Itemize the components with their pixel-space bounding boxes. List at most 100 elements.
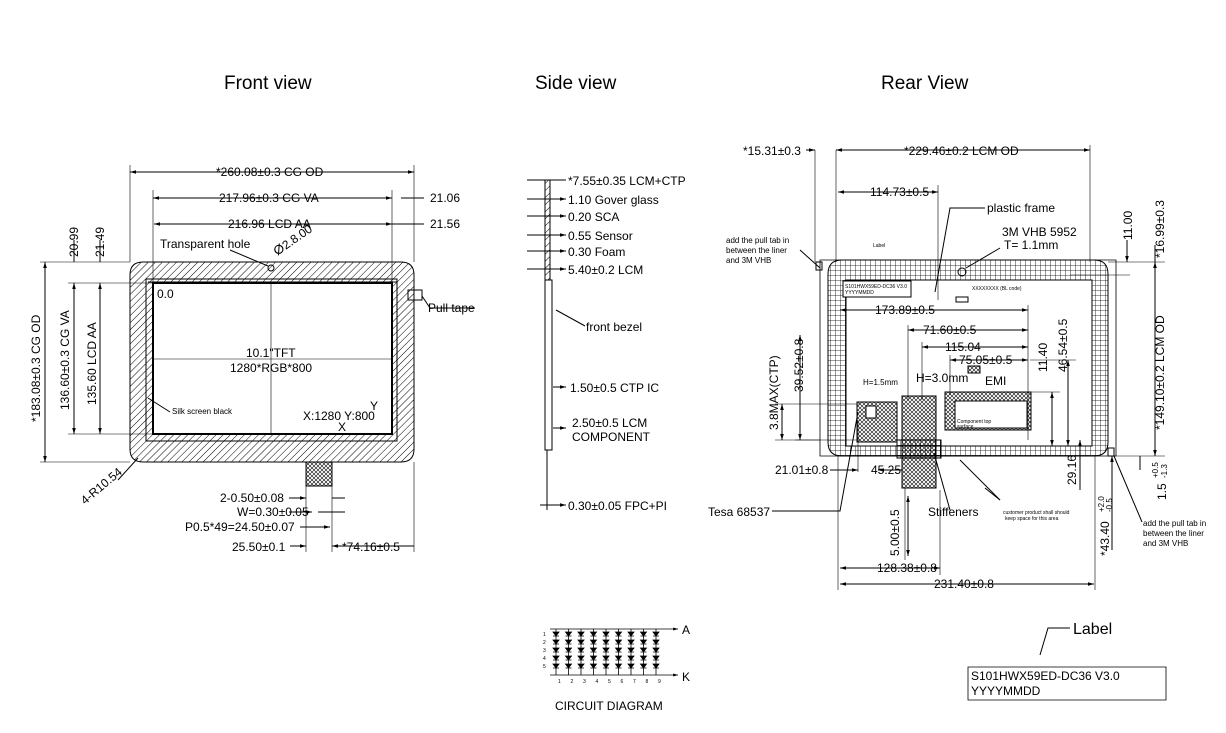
dim-21-56: 21.56 (430, 217, 460, 231)
lcd-outline (146, 279, 397, 441)
label-title: Label (1073, 621, 1112, 638)
led-diode-icon (578, 664, 584, 668)
led-diode-icon (653, 640, 659, 644)
led-diode-icon (578, 640, 584, 644)
side-sca: 0.20 SCA (568, 210, 619, 224)
circuit-col-label: 8 (646, 679, 649, 685)
circuit-title: CIRCUIT DIAGRAM (555, 699, 663, 713)
label-box (968, 667, 1166, 700)
dim-43-minus: -0.5 (1105, 498, 1114, 512)
dim-lcm-od: *229.46±0.2 LCM OD (904, 144, 1019, 158)
lcd-active-area (153, 283, 392, 434)
rear-label-date: YYYYMMDD (845, 290, 874, 296)
led-diode-icon (641, 656, 647, 660)
side-view-labels: *7.55±0.35 LCM+CTP 1.10 Gover glass 0.20… (568, 174, 686, 513)
circuit-col-label: 9 (658, 679, 661, 685)
led-diode-icon (578, 632, 584, 636)
side-sensor: 0.55 Sensor (568, 229, 633, 243)
circuit-row-label: 4 (543, 656, 546, 662)
component-box (955, 401, 1027, 428)
dim-46: 46.54±0.5 (1056, 318, 1070, 372)
side-lcm-ctp: *7.55±0.35 LCM+CTP (568, 174, 686, 188)
pull-tab-note-2c: and 3M VHB (1143, 539, 1188, 548)
dim-71: 71.60±0.5 (923, 323, 977, 337)
y-axis-label: Y (370, 399, 378, 413)
x-axis-label: X (338, 420, 346, 434)
tol-minus: -1.3 (1160, 464, 1169, 478)
led-diode-icon (628, 664, 634, 668)
front-view (40, 165, 475, 552)
dim-43: *43.40 (1098, 521, 1112, 556)
dim-21-06: 21.06 (430, 191, 460, 205)
led-diode-icon (628, 656, 634, 660)
stiffeners-label: Stiffeners (928, 505, 978, 519)
fpc-rear (897, 440, 941, 458)
dim-v-cg-od: *183.08±0.3 CG OD (29, 314, 43, 422)
dim-39: 39.52±0.8 (792, 338, 806, 392)
silk-screen-label: Silk screen black (172, 407, 233, 416)
dim-231: 231.40±0.8 (934, 577, 994, 591)
circuit-col-label: 2 (571, 679, 574, 685)
dim-v-lcd-aa: 135.60 LCD AA (85, 322, 99, 405)
pull-tab-note-2a: add the pull tab in (1143, 519, 1206, 528)
dim-43-plus: +2.0 (1097, 496, 1106, 512)
led-diode-icon (603, 632, 609, 636)
led-diode-icon (603, 656, 609, 660)
rear-view-labels: *15.31±0.3 *229.46±0.2 LCM OD 114.73±0.5… (708, 144, 1206, 698)
led-diode-icon (553, 648, 559, 652)
pull-tab-note-1c: and 3M VHB (726, 256, 771, 265)
pull-tab-br (1108, 448, 1114, 456)
circuit-col-label: 4 (596, 679, 599, 685)
side-cover-glass: 1.10 Gover glass (568, 193, 659, 207)
led-diode-icon (553, 656, 559, 660)
mount-hole-icon (958, 268, 966, 276)
component-note-2: surface (957, 424, 974, 430)
dim-lcd-aa: 216.96 LCD AA (228, 217, 311, 231)
led-diode-icon (566, 656, 572, 660)
led-diode-icon (616, 648, 622, 652)
xy-label: X:1280 Y:800 (303, 409, 375, 423)
circuit-row-label: 5 (543, 664, 546, 670)
rear-label-code: S101HWX59ED-DC36 V3.0 (845, 284, 907, 290)
panel-size-label: 10.1"TFT (246, 346, 296, 360)
fpc-tail (306, 462, 332, 486)
dim-21-49: 21.49 (93, 227, 107, 257)
circuit-col-label: 6 (621, 679, 624, 685)
led-diode-icon (591, 664, 597, 668)
led-diode-icon (628, 632, 634, 636)
rear-view-title: Rear View (881, 73, 969, 94)
thickness-label: T= 1.1mm (1004, 238, 1058, 252)
cathode-label: K (682, 670, 690, 684)
side-fpc-pi: 0.30±0.05 FPC+PI (568, 499, 667, 513)
led-diode-icon (591, 648, 597, 652)
h15-label: H=1.5mm (863, 378, 898, 387)
vhb-label: 3M VHB 5952 (1002, 225, 1077, 239)
rear-label-box (843, 281, 911, 297)
dim-11: 11.00 (1121, 211, 1135, 240)
pull-tape-label: Pull tape (428, 301, 475, 315)
ic-small (866, 406, 876, 418)
side-bezel (545, 280, 552, 450)
dim-115: 115.04 (945, 340, 981, 354)
led-diode-icon (616, 656, 622, 660)
side-stack (545, 180, 550, 280)
circuit-col-label: 5 (608, 679, 611, 685)
led-diode-icon (641, 640, 647, 644)
led-diode-icon (616, 632, 622, 636)
panel-resolution-label: 1280*RGB*800 (230, 361, 312, 375)
led-diode-icon (616, 664, 622, 668)
led-diode-icon (603, 640, 609, 644)
circuit-row-label: 2 (543, 640, 546, 646)
dim-1-5: 1.5 (1155, 483, 1169, 500)
led-diode-icon (628, 640, 634, 644)
tesa-label: Tesa 68537 (708, 505, 770, 519)
dim-29: 29.16 (1065, 455, 1079, 485)
led-diode-icon (566, 632, 572, 636)
dim-21-01: 21.01±0.8 (775, 463, 829, 477)
led-diode-icon (641, 648, 647, 652)
dim-128: 128.38±0.8 (877, 561, 937, 575)
emi-mark (968, 366, 980, 373)
led-diode-icon (566, 664, 572, 668)
h30-label: H=3.0mm (916, 371, 968, 385)
led-diode-icon (653, 656, 659, 660)
